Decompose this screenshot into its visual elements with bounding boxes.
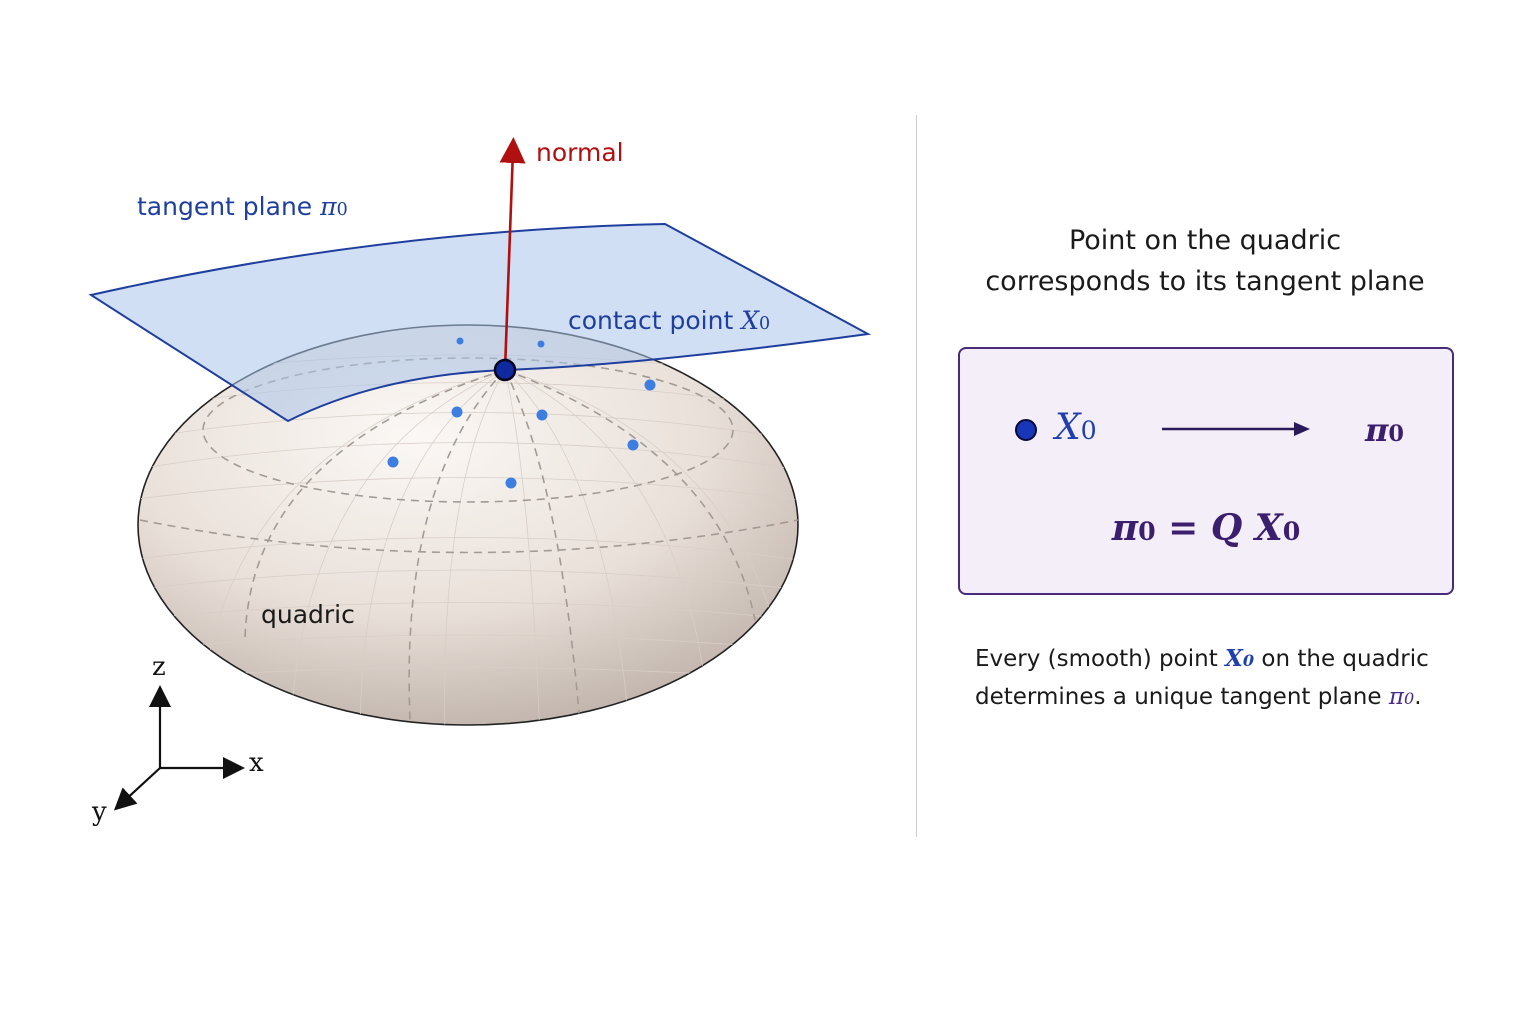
equation-matrix-symbol: Q [1210, 507, 1243, 549]
equation-lhs-symbol: π [1111, 507, 1139, 549]
panel-divider [916, 115, 917, 837]
tangent-plane-symbol: π [320, 192, 337, 221]
caption-text-3: determines a unique tangent plane [975, 684, 1389, 710]
caption-period: . [1414, 684, 1422, 710]
quadric-label: quadric [261, 600, 355, 629]
map-to-symbol: π [1365, 411, 1389, 449]
point-marker [1015, 419, 1037, 441]
x-axis-label: x [249, 748, 264, 778]
caption-point-symbol: X [1225, 645, 1243, 672]
sample-point [537, 340, 545, 348]
y-axis [113, 767, 161, 811]
contact-point [493, 358, 517, 382]
tangent-plane-label: tangent plane π0 [137, 192, 348, 221]
equation-operator: = [1155, 507, 1211, 549]
contact-point-symbol: X [741, 306, 760, 335]
sample-point [536, 409, 548, 421]
quadric-surface [137, 324, 799, 726]
panel-title-line2: corresponds to its tangent plane [985, 266, 1425, 297]
panel-title-line1: Point on the quadric [1068, 225, 1342, 256]
caption-plane-symbol: π [1388, 684, 1404, 710]
normal-vector [499, 137, 526, 371]
tangent-plane-label-text: tangent plane [137, 192, 321, 221]
polar-equation: π0 = Q X0 [960, 507, 1452, 549]
sample-point [387, 456, 399, 468]
map-from-point: X0 [1055, 407, 1097, 448]
sample-point [627, 439, 639, 451]
quadric-label-text: quadric [261, 600, 355, 629]
normal-label: normal [536, 138, 624, 167]
map-from-symbol: X [1055, 407, 1081, 448]
sample-point [644, 379, 656, 391]
contact-point-subscript: 0 [759, 314, 771, 334]
equation-rhs-symbol: X [1254, 507, 1283, 549]
tangent-plane-subscript: 0 [336, 200, 348, 220]
surface-mesh [138, 354, 798, 725]
sample-point [505, 477, 517, 489]
sample-point [456, 337, 464, 345]
equation-rhs-subscript: 0 [1282, 516, 1301, 546]
caption-point-subscript: 0 [1242, 651, 1255, 670]
y-axis-label: y [92, 797, 107, 827]
contact-point-label-text: contact point [568, 306, 742, 335]
z-axis-label: z [152, 652, 166, 682]
coordinate-axes [113, 685, 245, 811]
map-arrow [1162, 422, 1310, 436]
sample-point [451, 406, 463, 418]
contact-point-label: contact point X0 [568, 306, 770, 335]
map-to-plane: π0 [1365, 411, 1404, 449]
panel-caption: Every (smooth) point X0 on the quadric d… [975, 640, 1495, 717]
equation-lhs-subscript: 0 [1138, 516, 1156, 546]
mapping-box: X0 π0 π0 = Q X0 [958, 347, 1454, 595]
tangent-plane [88, 222, 872, 423]
map-to-subscript: 0 [1388, 421, 1405, 447]
caption-text-1: Every (smooth) point [975, 646, 1226, 672]
map-from-subscript: 0 [1080, 416, 1097, 445]
panel-title: Point on the quadric corresponds to its … [940, 220, 1470, 302]
caption-plane-subscript: 0 [1403, 689, 1415, 708]
sample-points [387, 337, 656, 489]
normal-label-text: normal [536, 138, 624, 167]
caption-text-2: on the quadric [1254, 646, 1429, 672]
